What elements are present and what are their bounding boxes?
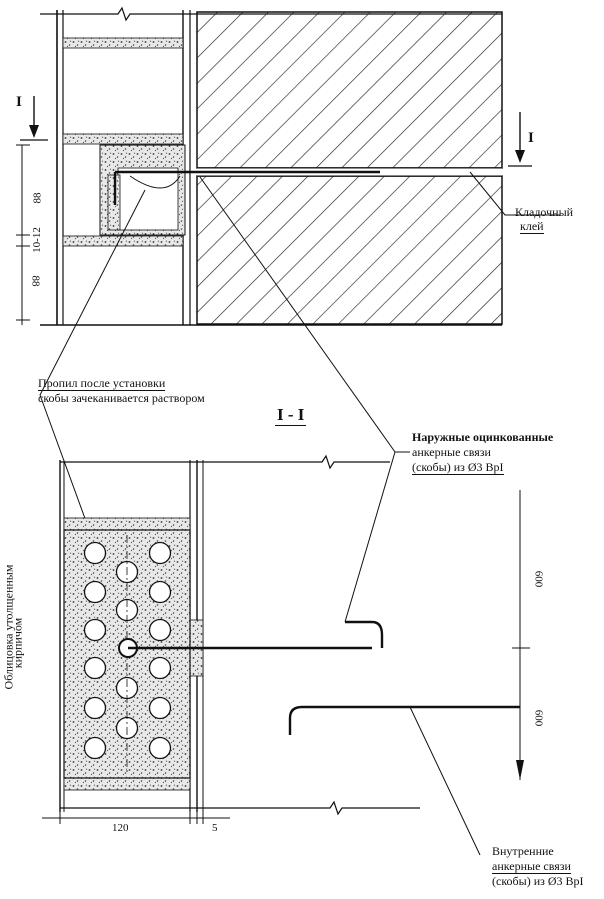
dim-5: 5: [212, 822, 218, 834]
adhesive-label-line1: Кладочный: [515, 205, 574, 219]
dim-120: 120: [112, 822, 129, 834]
inner-ties-line1: Внутренние: [492, 844, 554, 858]
dim-10-12: 10-12: [30, 227, 43, 253]
mortar-joint-2: [62, 133, 184, 145]
outer-ties-line3: (скобы) из Ø3 ВрI: [412, 460, 504, 475]
dim-600-lower: 600: [532, 709, 545, 727]
section-mark-left: I: [16, 94, 22, 110]
mortar-joint-3: [62, 235, 184, 247]
mortar-joint-1: [62, 37, 184, 49]
plan-view: [16, 6, 560, 326]
brick-hole: [83, 736, 107, 760]
section-title: I - I: [275, 405, 307, 426]
inner-block-upper: [196, 11, 503, 169]
inner-tie-hook: [288, 705, 520, 735]
inner-ties-line3: (скобы) из Ø3 ВрI: [492, 874, 584, 888]
section-view: [42, 454, 530, 856]
brick-hole: [83, 541, 107, 565]
facing-label-line2: кирпичом: [10, 617, 25, 669]
brick-hole: [83, 656, 107, 680]
brick-hole: [148, 656, 172, 680]
cut-label-line2: скобы зачеканивается раствором: [38, 391, 205, 405]
dim-88-bottom: 88: [29, 275, 42, 287]
cut-label-line1: Пропил после установки: [38, 376, 166, 391]
adhesive-label-line2: клей: [520, 219, 544, 234]
brick-hole: [148, 736, 172, 760]
brick-hole: [148, 696, 172, 720]
brick-hole: [148, 541, 172, 565]
section-mark-right: I: [528, 130, 534, 146]
brick-hole: [148, 618, 172, 642]
brick-hole: [83, 618, 107, 642]
brick-hole: [148, 580, 172, 604]
dim-600-upper: 600: [532, 570, 545, 588]
outer-ties-line2: анкерные связи: [412, 445, 491, 459]
inner-block-lower: [196, 175, 503, 325]
brick-hole: [83, 580, 107, 604]
outer-tie-hook: [345, 620, 384, 648]
brick-hole: [83, 696, 107, 720]
outer-ties-line1: Наружные оцинкованные: [412, 430, 554, 444]
inner-ties-line2: анкерные связи: [492, 859, 571, 874]
dim-88-top: 88: [31, 192, 44, 204]
